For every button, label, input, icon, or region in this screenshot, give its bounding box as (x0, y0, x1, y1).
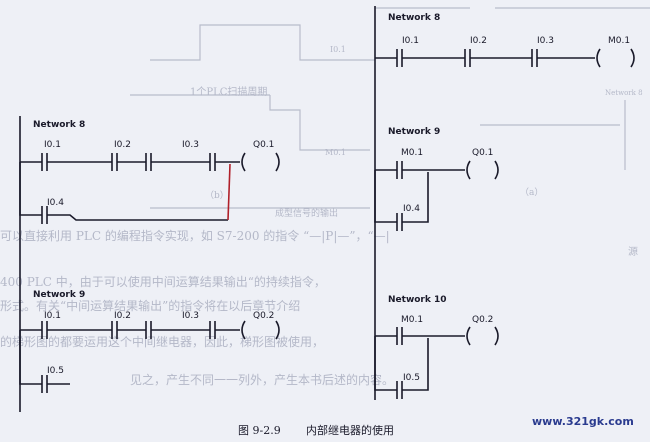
bleed-text-8: I0.1 (330, 45, 346, 54)
branch-contact-label: I0.5 (47, 366, 64, 376)
figure-caption: 内部继电器的使用 (306, 423, 394, 437)
series-contacts-rung (20, 153, 240, 171)
left-network-8: Network 8 I0.1 I0.2 I0.3 Q0.1 I0.4 (19, 120, 280, 224)
bleed-text-2: 形式。有关“中间运算结果输出”的指令将在以后章节介绍 (0, 298, 300, 313)
contact-label: I0.2 (114, 140, 131, 150)
parallel-branch (19, 162, 228, 224)
parallel-branch (374, 170, 429, 231)
contact-label: I0.1 (402, 36, 419, 46)
site-watermark: www.321gk.com (532, 415, 634, 428)
coil-label: Q0.2 (472, 315, 493, 325)
contact-label: I0.1 (44, 311, 61, 321)
bleed-through-layer: 1个PLC扫描周期 （b） （a） I0.1 M0.1 Network 8 成型… (0, 7, 650, 387)
parallel-branch (374, 336, 429, 399)
branch-contact-label: I0.4 (47, 198, 64, 208)
branch-contact-label: I0.4 (403, 204, 420, 214)
series-contacts-rung (20, 321, 240, 339)
series-contacts-rung (375, 327, 465, 345)
coil-symbol (466, 326, 499, 346)
right-network-8: Network 8 I0.1 I0.2 I0.3 M0.1 (375, 13, 635, 68)
contact-label: I0.3 (182, 140, 199, 150)
bleed-text-1: 400 PLC 中，由于可以使用中间运算结果输出“的持续指令， (0, 274, 326, 289)
right-network-10: Network 10 M0.1 Q0.2 I0.5 (374, 295, 499, 399)
network-title: Network 8 (33, 120, 85, 130)
contact-label: M0.1 (401, 315, 423, 325)
coil-symbol (241, 152, 280, 172)
network-title: Network 9 (388, 127, 440, 137)
bleed-text-10: Network 8 (605, 89, 643, 97)
bleed-text-7: （a） (520, 187, 543, 198)
contact-label: I0.3 (537, 36, 554, 46)
branch-link-wire (227, 163, 231, 221)
bleed-text-3: 的梯形图的都要运用这个中间继电器，因此，梯形图被使用， (0, 334, 324, 349)
left-network-9: Network 9 I0.1 I0.2 I0.3 Q0.2 I0.5 (19, 290, 280, 393)
coil-symbol (596, 48, 635, 68)
bleed-text-4: 见之，产生不同一一列外，产生本书后述的内容。 (130, 372, 394, 387)
coil-label: M0.1 (608, 36, 630, 46)
contact-label: I0.1 (44, 140, 61, 150)
left-ladder: Network 8 I0.1 I0.2 I0.3 Q0.1 I0.4 Netwo… (19, 116, 280, 412)
contact-label: M0.1 (401, 148, 423, 158)
series-contacts-rung (375, 49, 595, 67)
bleed-text-6: （b） (205, 190, 229, 201)
coil-symbol (466, 160, 499, 180)
coil-symbol (241, 320, 280, 340)
coil-label: Q0.1 (472, 148, 493, 158)
right-network-9: Network 9 M0.1 Q0.1 I0.4 (374, 127, 499, 231)
bleed-text-9: M0.1 (325, 148, 346, 157)
contact-label: I0.2 (114, 311, 131, 321)
network-title: Network 9 (33, 290, 85, 300)
right-ladder: Network 8 I0.1 I0.2 I0.3 M0.1 Network 9 … (374, 6, 635, 400)
network-title: Network 8 (388, 13, 440, 23)
contact-label: I0.2 (470, 36, 487, 46)
network-title: Network 10 (388, 295, 447, 305)
coil-label: Q0.1 (253, 140, 274, 150)
bleed-text-0: 可以直接利用 PLC 的编程指令实现，如 S7-200 的指令 “—|P|—”，… (0, 228, 390, 243)
parallel-branch (19, 330, 70, 393)
bleed-text-11: 成型信号的输出 (275, 207, 338, 219)
series-contacts-rung (375, 161, 465, 179)
bleed-text-12: 源 (628, 245, 638, 258)
contact-label: I0.3 (182, 311, 199, 321)
bleed-text-5: 1个PLC扫描周期 (190, 85, 267, 98)
branch-contact-label: I0.5 (403, 373, 420, 383)
coil-label: Q0.2 (253, 311, 274, 321)
figure-number: 图 9-2.9 (238, 424, 281, 437)
